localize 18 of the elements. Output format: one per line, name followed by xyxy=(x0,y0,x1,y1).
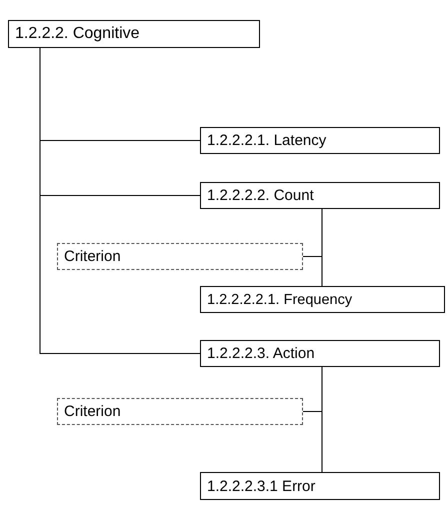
criterion-box xyxy=(57,243,303,270)
criterion-box xyxy=(57,398,303,425)
node-label: Criterion xyxy=(64,403,121,420)
category-box xyxy=(200,340,440,367)
connector-line xyxy=(302,366,322,412)
node-label: 1.2.2.2.3.1 Error xyxy=(207,478,316,494)
node-label: 1.2.2.2. Cognitive xyxy=(15,25,140,43)
category-box xyxy=(200,127,440,154)
node-label: 1.2.2.2.2. Count xyxy=(207,187,314,204)
node-label: Criterion xyxy=(64,248,121,265)
category-box xyxy=(8,20,260,48)
category-box xyxy=(200,472,440,500)
category-box xyxy=(200,182,440,209)
category-box xyxy=(200,286,445,313)
node-label: 1.2.2.2.3. Action xyxy=(207,345,315,362)
connector-line xyxy=(302,208,322,257)
node-label: 1.2.2.2.1. Latency xyxy=(207,132,326,149)
node-label: 1.2.2.2.2.1. Frequency xyxy=(207,292,352,308)
